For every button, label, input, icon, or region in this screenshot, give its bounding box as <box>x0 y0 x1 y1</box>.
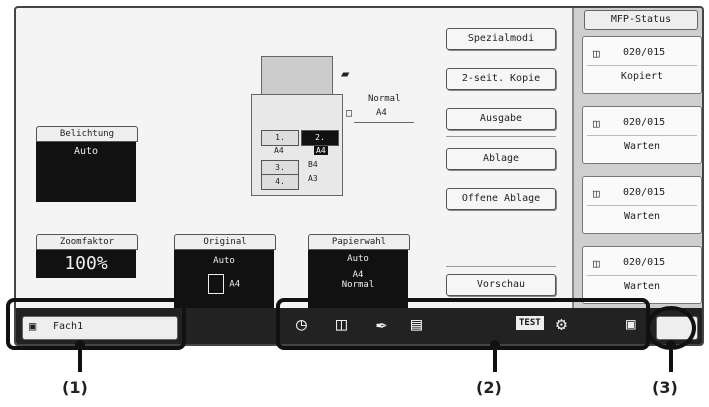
original-button[interactable]: Auto A4 <box>174 250 274 308</box>
system-bar: ▣ Fach1 ◷ ◫ ✒ ▤ TEST ⚙ ▣ <box>16 308 702 344</box>
tray-1[interactable]: 1. <box>261 130 299 146</box>
job-count: 020/015 <box>623 117 666 128</box>
tray-4-size: A3 <box>308 174 318 183</box>
callout-dot <box>666 340 676 350</box>
tray-icon: ▣ <box>29 319 37 333</box>
test-print-icon[interactable]: TEST <box>516 316 544 330</box>
separator <box>446 136 556 137</box>
paper-title: Papierwahl <box>308 234 410 250</box>
document-filing-icon[interactable]: ◫ <box>336 314 347 335</box>
original-doc-icon: A4 <box>174 274 274 294</box>
zoom-value: 100% <box>64 253 108 274</box>
settings-icon[interactable]: ⚙ <box>556 314 567 335</box>
mfp-status-panel: MFP-Status ◫ 020/015 Kopiert ◫ 020/015 W… <box>572 8 702 308</box>
copy-job-icon: ◫ <box>593 117 600 130</box>
tray-select-field[interactable]: ▣ Fach1 <box>22 316 178 340</box>
exposure-button[interactable]: Auto <box>36 142 136 202</box>
output-tray-icon: ▰ <box>341 66 350 82</box>
paper-size: A4 <box>352 270 364 280</box>
exposure-value: Auto <box>73 146 99 157</box>
tray-1-size: A4 <box>274 146 284 155</box>
callout-dot <box>75 340 85 350</box>
job-card[interactable]: ◫ 020/015 Kopiert <box>582 36 702 94</box>
mfp-status-header[interactable]: MFP-Status <box>584 10 698 30</box>
job-state: Warten <box>623 281 661 292</box>
zoom-title: Zoomfaktor <box>36 234 138 250</box>
original-title: Original <box>174 234 276 250</box>
touch-panel-screen: ▰ Normal □ A4 1. 2. 3. 4. A4 A4 B4 A3 Be… <box>14 6 704 346</box>
special-modes-button[interactable]: Spezialmodi <box>446 28 556 50</box>
tray-select-value: Fach1 <box>53 321 84 332</box>
original-size: A4 <box>229 279 241 290</box>
quick-file-button[interactable]: Offene Ablage <box>446 188 556 210</box>
lock-icon[interactable]: ▣ <box>626 314 636 333</box>
output-button[interactable]: Ausgabe <box>446 108 556 130</box>
copy-job-icon: ◫ <box>593 257 600 270</box>
paper-value: Auto <box>347 254 369 264</box>
callout-pointer <box>493 350 497 372</box>
tray-3-size: B4 <box>308 160 318 169</box>
callout-frame-2 <box>276 298 650 350</box>
duplex-copy-button[interactable]: 2-seit. Kopie <box>446 68 556 90</box>
callout-label-1: (1) <box>62 378 88 397</box>
paper-mode: Normal <box>341 280 375 290</box>
callout-pointer <box>78 350 82 372</box>
fax-icon[interactable]: ✒ <box>376 314 387 335</box>
tray-2-size: A4 <box>314 146 328 155</box>
callout-frame-1 <box>6 298 186 350</box>
job-status-icon[interactable]: ◷ <box>296 314 307 335</box>
callout-pointer <box>669 350 673 372</box>
scan-icon[interactable]: ▤ <box>411 314 422 335</box>
callout-dot <box>490 340 500 350</box>
job-card[interactable]: ◫ 020/015 Warten <box>582 176 702 234</box>
paper-size-icon: □ <box>346 108 353 119</box>
callout-label-2: (2) <box>476 378 502 397</box>
separator <box>446 266 556 267</box>
preview-button[interactable]: Vorschau <box>446 274 556 296</box>
copy-job-icon: ◫ <box>593 187 600 200</box>
job-state: Warten <box>623 211 661 222</box>
job-count: 020/015 <box>623 187 666 198</box>
tray-4[interactable]: 4. <box>261 174 299 190</box>
exposure-title: Belichtung <box>36 126 138 142</box>
job-card[interactable]: ◫ 020/015 Warten <box>582 246 702 304</box>
copy-mode-label: Normal <box>368 94 401 104</box>
filing-button[interactable]: Ablage <box>446 148 556 170</box>
original-value: Auto <box>213 256 235 266</box>
job-count: 020/015 <box>623 47 666 58</box>
copy-size-label: A4 <box>376 108 387 118</box>
job-count: 020/015 <box>623 257 666 268</box>
tray-2[interactable]: 2. <box>301 130 339 146</box>
copy-job-icon: ◫ <box>593 47 600 60</box>
job-state: Kopiert <box>620 71 664 82</box>
callout-label-3: (3) <box>652 378 678 397</box>
job-card[interactable]: ◫ 020/015 Warten <box>582 106 702 164</box>
job-state: Warten <box>623 141 661 152</box>
taskbar-icons: ◷ ◫ ✒ ▤ TEST ⚙ ▣ <box>286 314 646 340</box>
zoom-button[interactable]: 100% <box>36 250 136 278</box>
